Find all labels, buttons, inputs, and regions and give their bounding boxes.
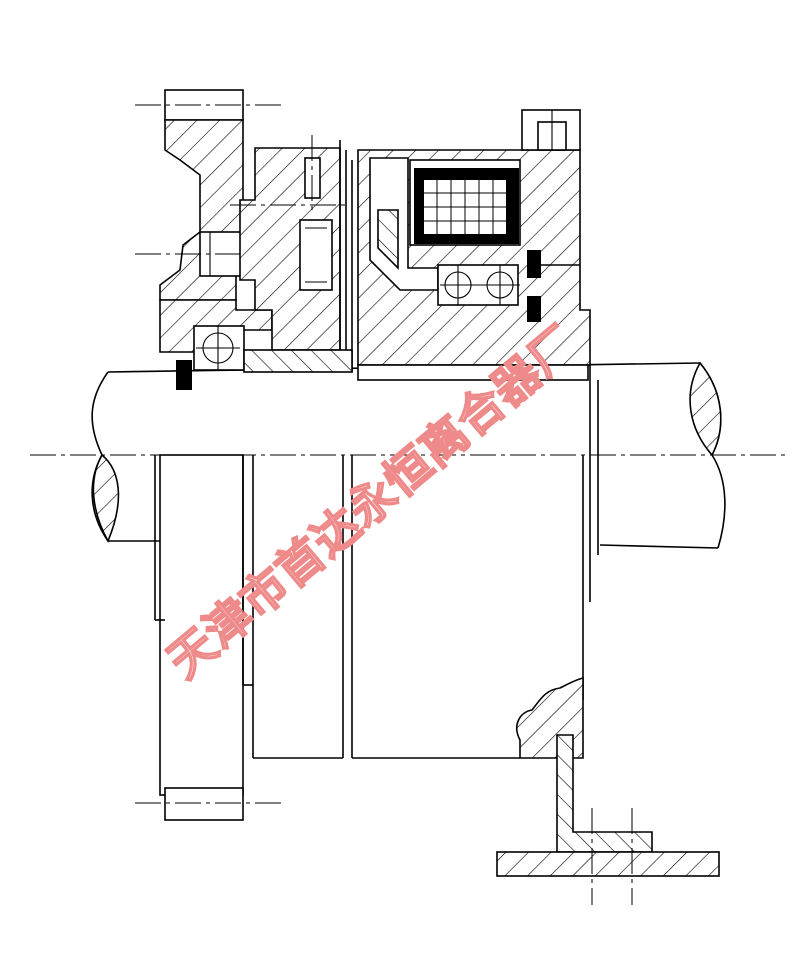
mounting-bracket [496,734,720,905]
friction-plate-assembly [230,135,353,759]
magnet-housing [352,109,599,759]
